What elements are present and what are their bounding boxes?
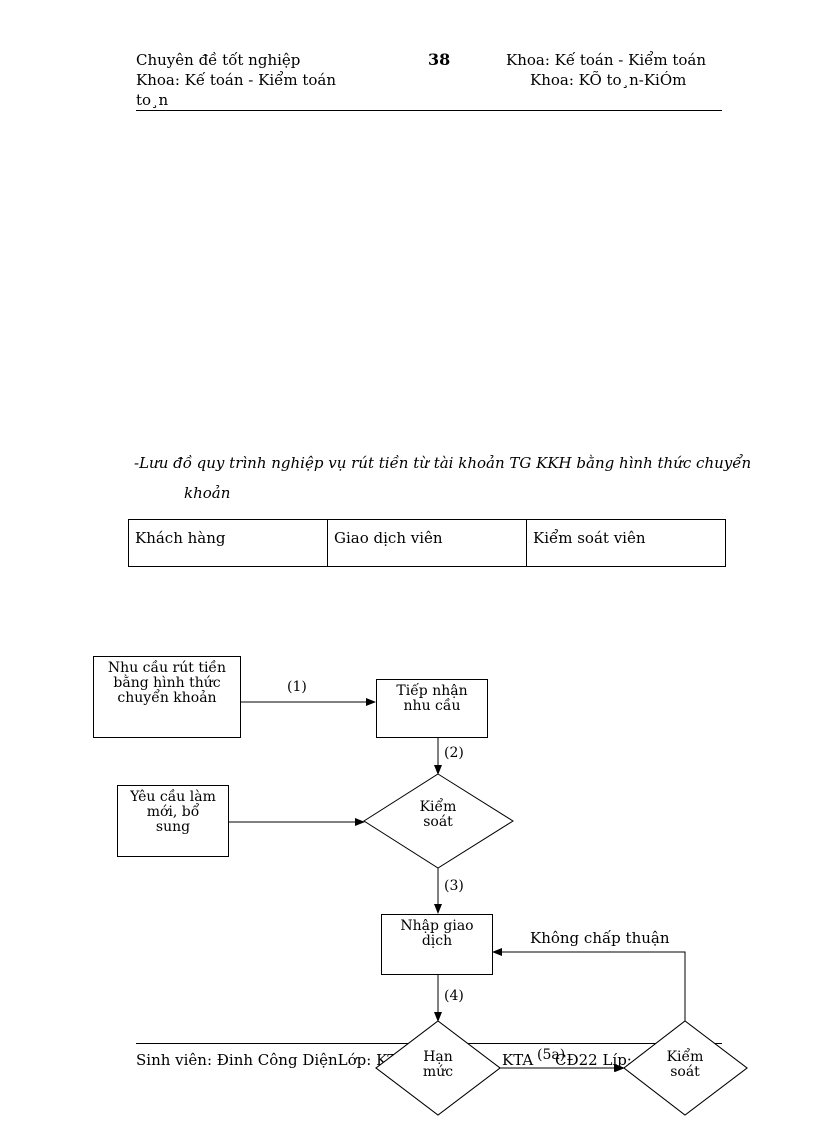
reject-label: Không chấp thuận (530, 929, 670, 947)
footer-class-code: KTA (502, 1051, 534, 1069)
diamond-limit-line2: mức (422, 1064, 454, 1080)
box-receive-request-line2: nhu cầu (403, 698, 461, 714)
box-supplement-request-line1: Yêu cầu làm (130, 789, 216, 805)
diamond-check-line2: soát (423, 814, 453, 830)
swimlane-header: Khách hàng Giao dịch viên Kiểm soát viên (128, 519, 726, 567)
lane-customer: Khách hàng (129, 520, 328, 566)
box-enter-transaction-line2: dịch (421, 933, 453, 949)
header-left-faculty: Khoa: Kế toán - Kiểm toán (136, 71, 337, 89)
box-supplement-request: Yêu cầu làm mới, bổ sung (117, 785, 229, 857)
lane-teller: Giao dịch viên (328, 520, 527, 566)
step-3-label: (3) (444, 878, 464, 894)
flowchart-caption-continued: khoản (184, 484, 231, 502)
step-5a-label: (5a) (537, 1047, 566, 1063)
footer-class: CĐ22 Líp: (555, 1051, 632, 1069)
diamond-limit-label: Hạn mức (404, 1050, 472, 1080)
box-supplement-request-line2: mới, bổ (146, 804, 200, 820)
box-withdrawal-need-line2: bằng hình thức (113, 675, 221, 691)
diamond-limit-overlay (375, 1020, 501, 1116)
box-withdrawal-need-line1: Nhu cầu rút tiền (107, 660, 227, 676)
box-receive-request-line1: Tiếp nhận (396, 683, 468, 699)
header-left-title: Chuyên đề tốt nghiệp (136, 51, 301, 69)
box-supplement-request-line3: sung (155, 819, 191, 835)
flowchart-caption: -Lưu đồ quy trình nghiệp vụ rút tiền từ … (134, 454, 752, 472)
page-number: 38 (428, 50, 451, 69)
header-left-faculty-continued: to¸n (136, 91, 169, 109)
step-1-label: (1) (287, 679, 307, 695)
diamond-check-line1: Kiểm (419, 799, 457, 815)
header-right-faculty-garbled: Khoa: KÕ to¸n-KiÓm (530, 71, 687, 89)
step-4-label: (4) (444, 988, 464, 1004)
box-withdrawal-need: Nhu cầu rút tiền bằng hình thức chuyển k… (93, 656, 241, 738)
step-2-label: (2) (444, 745, 464, 761)
diamond-control-label: Kiểm soát (651, 1050, 719, 1080)
footer-student: Sinh viên: Đinh Công DiệnLớp: KT (136, 1051, 398, 1069)
diamond-check-shape (363, 773, 514, 869)
arrow-reject-loop (492, 948, 686, 1021)
diamond-control-line1: Kiểm (666, 1049, 704, 1065)
diamond-limit-line1: Hạn (423, 1049, 453, 1065)
diamond-control-line2: soát (670, 1064, 700, 1080)
box-enter-transaction-line1: Nhập giao (400, 918, 474, 934)
arrow-step-5a-head (614, 1064, 624, 1072)
lane-controller: Kiểm soát viên (533, 529, 646, 547)
diamond-check-label: Kiểm soát (400, 800, 476, 830)
box-withdrawal-need-line3: chuyển khoản (117, 690, 217, 706)
box-enter-transaction: Nhập giao dịch (381, 914, 493, 975)
box-receive-request: Tiếp nhận nhu cầu (376, 679, 488, 738)
header-rule (136, 110, 722, 111)
diamond-control-overlay (623, 1020, 748, 1116)
header-right-faculty: Khoa: Kế toán - Kiểm toán (506, 51, 707, 69)
